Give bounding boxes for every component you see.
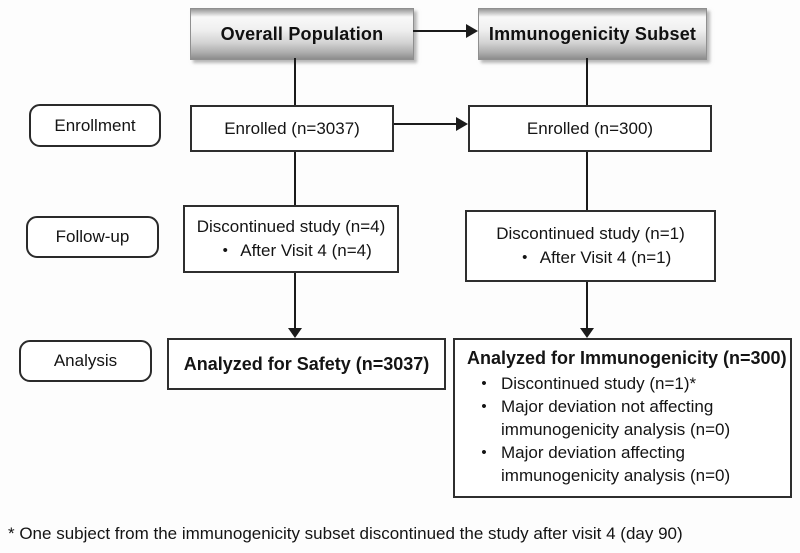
stage-analysis-text: Analysis (53, 351, 118, 370)
discontinued-overall-bullet-text: After Visit 4 (n=4) (240, 241, 372, 260)
discontinued-subset-bullet-text: After Visit 4 (n=1) (539, 248, 672, 267)
stage-enrollment-text: Enrollment (54, 115, 136, 135)
box-enrolled-subset: Enrolled (n=300) (468, 105, 712, 152)
stage-followup-text: Follow-up (55, 227, 130, 246)
analyzed-immunogenicity-title: Analyzed for Immunogenicity (n=300) (467, 348, 787, 368)
connector-right-enrolled-to-followup (586, 148, 588, 210)
connector-left-enrolled-to-followup (294, 148, 296, 205)
stage-label-analysis: Analysis (19, 340, 152, 382)
enrolled-subset-text: Enrolled (n=300) (526, 118, 654, 138)
connector-right-followup-to-analysis (586, 278, 588, 330)
analyzed-safety-text: Analyzed for Safety (n=3037) (183, 354, 430, 374)
discontinued-overall-bullet-line: • After Visit 4 (n=4) (210, 239, 372, 263)
header-immunogenicity-subset: Immunogenicity Subset (478, 8, 707, 60)
box-analyzed-immunogenicity: Analyzed for Immunogenicity (n=300) • Di… (453, 338, 792, 498)
enrolled-overall-text: Enrolled (n=3037) (224, 118, 360, 138)
arrowhead-right-icon (456, 117, 468, 131)
header-subset-label: Immunogenicity Subset (488, 23, 697, 44)
discontinued-subset-title: Discontinued study (n=1) (496, 224, 685, 243)
bullet-icon: • (522, 249, 528, 266)
analyzed-immunogenicity-bullet-2: • Major deviation not affecting immunoge… (467, 395, 781, 441)
box-discontinued-subset: Discontinued study (n=1) • After Visit 4… (465, 210, 716, 282)
analyzed-immunogenicity-bullet-3: • Major deviation affecting immunogenici… (467, 441, 781, 487)
discontinued-subset-bullet-line: • After Visit 4 (n=1) (510, 246, 672, 270)
connector-left-header-to-enrolled (294, 58, 296, 105)
header-overall-population: Overall Population (190, 8, 414, 60)
connector-right-header-to-enrolled (586, 58, 588, 105)
connector-enrolled-horizontal (390, 123, 456, 125)
arrowhead-right-icon (466, 24, 478, 38)
box-analyzed-safety: Analyzed for Safety (n=3037) (167, 338, 446, 390)
bullet-icon: • (481, 398, 487, 415)
stage-label-enrollment: Enrollment (29, 104, 161, 147)
analyzed-immunogenicity-bullet-3-text: Major deviation affecting immunogenicity… (501, 443, 731, 485)
discontinued-overall-title: Discontinued study (n=4) (196, 217, 386, 236)
connector-header-horizontal (413, 30, 466, 32)
analyzed-immunogenicity-bullet-2-text: Major deviation not affecting immunogeni… (501, 397, 731, 439)
bullet-icon: • (481, 375, 487, 392)
bullet-icon: • (222, 242, 228, 259)
bullet-icon: • (481, 444, 487, 461)
analyzed-immunogenicity-bullet-1: • Discontinued study (n=1)* (467, 372, 696, 395)
arrowhead-down-icon (288, 328, 302, 338)
footnote: * One subject from the immunogenicity su… (8, 524, 683, 543)
box-discontinued-overall: Discontinued study (n=4) • After Visit 4… (183, 205, 399, 273)
connector-left-followup-to-analysis (294, 269, 296, 330)
stage-label-followup: Follow-up (26, 216, 159, 258)
analyzed-immunogenicity-bullet-1-text: Discontinued study (n=1)* (501, 374, 697, 393)
box-enrolled-overall: Enrolled (n=3037) (190, 105, 394, 152)
header-overall-label: Overall Population (220, 23, 384, 44)
arrowhead-down-icon (580, 328, 594, 338)
